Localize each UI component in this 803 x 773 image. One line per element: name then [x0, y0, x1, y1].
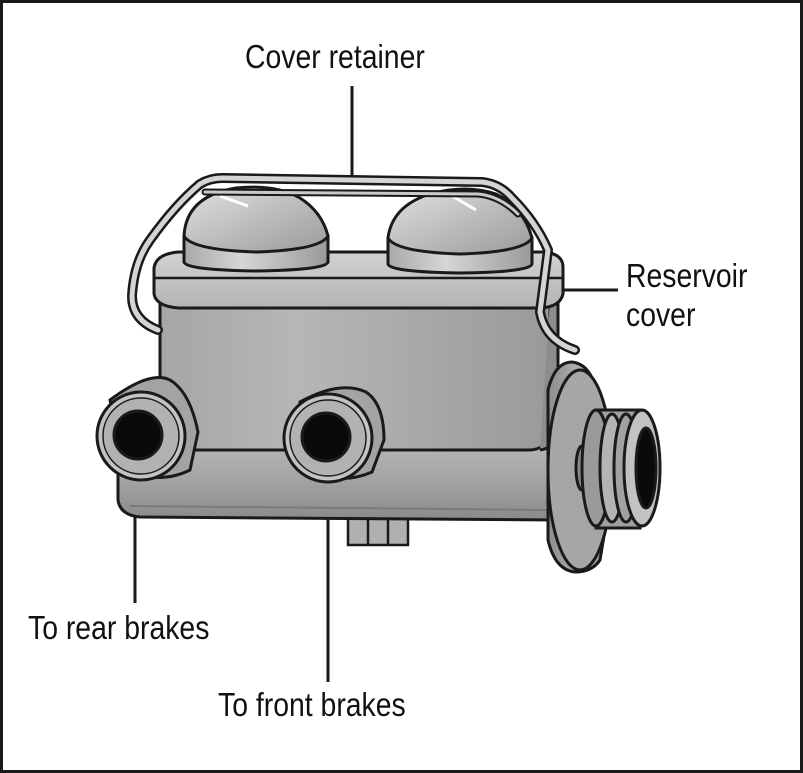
- cover-retainer-label: Cover retainer: [245, 38, 425, 75]
- to-rear-brakes-label: To rear brakes: [28, 609, 210, 646]
- reservoir-cap-left: [182, 185, 330, 273]
- rear-outlet-port: [95, 376, 200, 482]
- cover-retainer-wire: [127, 173, 580, 355]
- reservoir-cap-right: [386, 187, 534, 275]
- to-front-brakes-label: To front brakes: [218, 686, 406, 723]
- reservoir-cover-label-line2: cover: [626, 296, 696, 333]
- reservoir-cover-label-line1: Reservoir: [626, 257, 748, 294]
- front-outlet-port: [282, 386, 386, 484]
- piston-bore: [580, 408, 662, 530]
